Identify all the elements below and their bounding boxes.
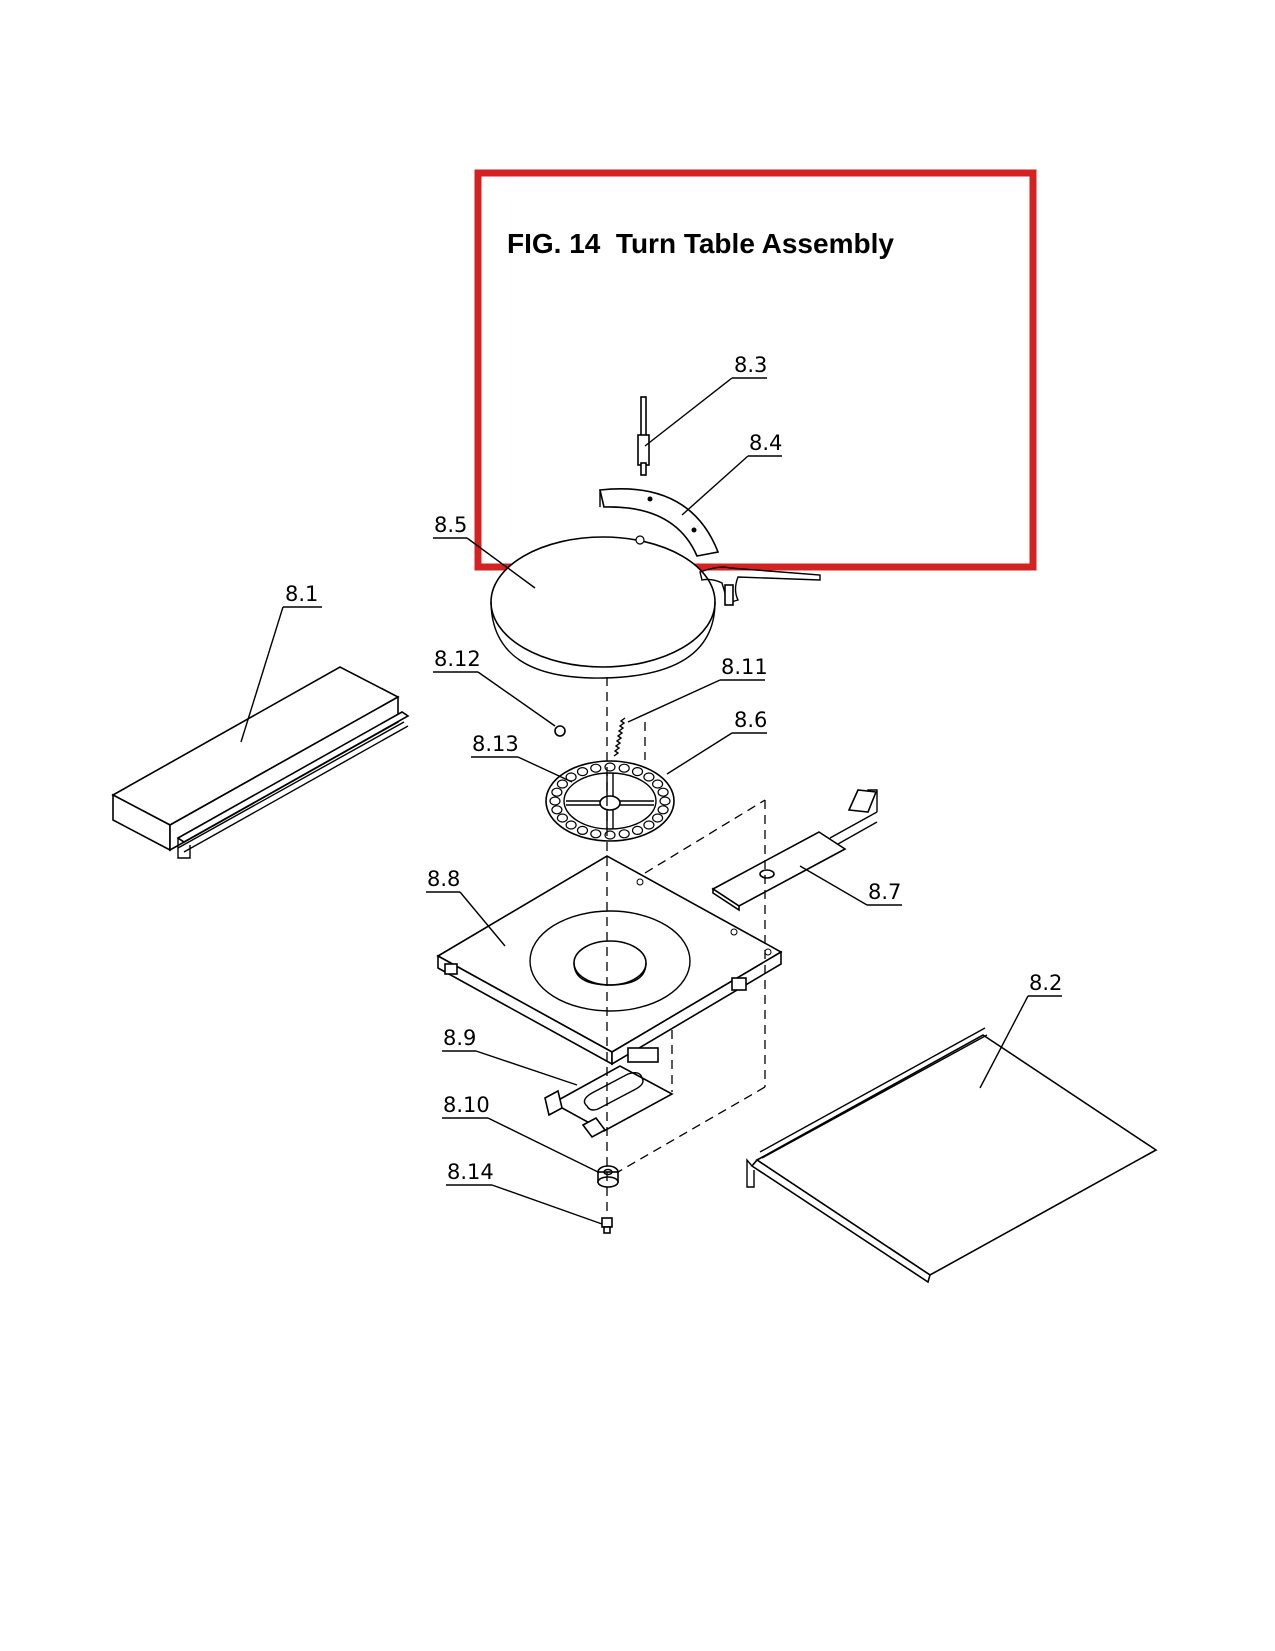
bearing-ball	[551, 787, 563, 797]
callout-8-5: 8.5	[434, 513, 467, 537]
bearing-ball	[576, 825, 589, 836]
part-8-9-slot-plate	[544, 1065, 674, 1139]
callout-8-12: 8.12	[434, 647, 481, 671]
bearing-ball	[618, 763, 630, 773]
bearing-ball	[657, 787, 669, 797]
callout-8-1: 8.1	[285, 582, 318, 606]
assembly-center-lines	[606, 677, 766, 1212]
part-8-14-screw	[601, 1217, 613, 1234]
bearing-ball	[549, 796, 561, 806]
bearing-ball	[651, 813, 664, 823]
part-8-4-arc-guide	[599, 488, 720, 557]
bearing-ball	[556, 813, 569, 823]
bearing-ball	[657, 805, 669, 815]
callout-8-8: 8.8	[427, 867, 460, 891]
part-8-10-nut	[597, 1165, 619, 1188]
bearing-ball	[565, 820, 577, 830]
callout-8-11: 8.11	[721, 655, 768, 679]
bearing-ball	[551, 805, 563, 815]
figure-title: FIG. 14 Turn Table Assembly	[507, 228, 894, 259]
callout-8-2: 8.2	[1029, 971, 1062, 995]
part-8-7-slide-arm	[711, 789, 878, 912]
bearing-ball	[631, 825, 644, 836]
callout-8-10: 8.10	[443, 1093, 490, 1117]
bearing-ball	[643, 772, 655, 782]
part-8-2-cover-plate	[746, 1027, 1158, 1284]
callout-labels: 8.1 8.2 8.3 8.4 8.5 8.6 8.7 8.8 8.9 8.10…	[285, 353, 1062, 1184]
bearing-ball	[651, 779, 664, 789]
callout-8-9: 8.9	[443, 1026, 476, 1050]
bearing-ball	[618, 829, 630, 839]
part-8-5-turn-table-disc	[490, 535, 821, 679]
bearing-ball	[590, 763, 602, 773]
bearing-ball	[576, 766, 589, 777]
callout-8-3: 8.3	[734, 353, 767, 377]
part-8-8-base-plate	[436, 855, 783, 1066]
bearing-ball	[659, 796, 671, 806]
bearing-ball	[631, 766, 644, 777]
callout-8-7: 8.7	[868, 880, 901, 904]
bearing-ball	[556, 779, 569, 789]
part-8-3-pin	[637, 396, 650, 476]
callout-8-13: 8.13	[472, 732, 519, 756]
callout-8-6: 8.6	[734, 708, 767, 732]
bearing-ball	[643, 820, 655, 830]
callout-8-14: 8.14	[447, 1160, 494, 1184]
part-8-11-spring	[613, 717, 626, 757]
part-8-6-bearing-ring	[545, 760, 675, 842]
callout-8-4: 8.4	[749, 431, 782, 455]
highlight-box	[474, 169, 1037, 571]
part-8-1-side-rail	[111, 666, 410, 859]
callout-leaders	[240, 377, 1062, 1225]
bearing-ball	[590, 829, 602, 839]
part-8-12-ball	[554, 725, 566, 737]
